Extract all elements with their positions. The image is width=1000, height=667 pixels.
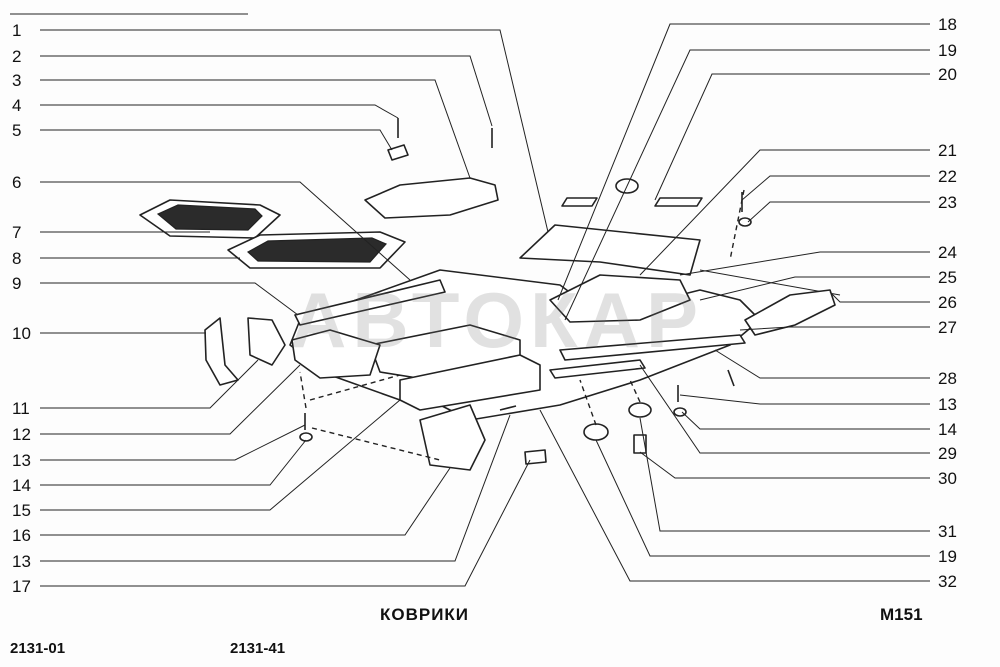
cap-18 <box>561 197 598 207</box>
diagram-caption: КОВРИКИ <box>380 605 470 624</box>
callout-15: 15 <box>12 501 31 520</box>
callout-14-right: 14 <box>938 420 957 439</box>
model-label-1: 2131-01 <box>10 640 66 657</box>
mat-8-pattern <box>246 237 388 263</box>
callout-3: 3 <box>12 71 21 90</box>
cap-20 <box>654 197 703 207</box>
clip-17 <box>524 449 547 465</box>
callout-17: 17 <box>12 577 31 596</box>
callout-13-left-b: 13 <box>12 552 31 571</box>
right-sill-strip <box>559 334 746 361</box>
callout-32: 32 <box>938 572 957 591</box>
callout-13-left-a: 13 <box>12 451 31 470</box>
callout-25: 25 <box>938 268 957 287</box>
callout-28: 28 <box>938 369 957 388</box>
callouts-right: 18 19 20 21 22 23 24 25 26 27 28 13 14 2… <box>938 15 957 591</box>
callout-18: 18 <box>938 15 957 34</box>
callout-14-left: 14 <box>12 476 31 495</box>
callout-27: 27 <box>938 318 957 337</box>
callout-6: 6 <box>12 173 21 192</box>
mat-7-pattern <box>156 204 263 231</box>
callout-19-a: 19 <box>938 41 957 60</box>
callout-20: 20 <box>938 65 957 84</box>
screw-13c <box>499 405 517 411</box>
floor-trim-12 <box>291 329 381 379</box>
callout-10: 10 <box>12 324 31 343</box>
callout-16: 16 <box>12 526 31 545</box>
plug-31 <box>628 402 652 418</box>
screw-28 <box>727 369 735 387</box>
callout-12: 12 <box>12 425 31 444</box>
clip-5 <box>387 144 409 161</box>
callout-26: 26 <box>938 293 957 312</box>
callout-8: 8 <box>12 249 21 268</box>
callout-7: 7 <box>12 223 21 242</box>
washer-14b <box>673 407 687 417</box>
assembly-line-1 <box>299 371 307 409</box>
assembly-line-5 <box>629 379 641 403</box>
callout-19-b: 19 <box>938 547 957 566</box>
callout-1: 1 <box>12 21 21 40</box>
callout-21: 21 <box>938 141 957 160</box>
drawing-code: М151 <box>880 605 923 624</box>
model-label-2: 2131-41 <box>230 640 286 657</box>
callout-13-right: 13 <box>938 395 957 414</box>
watermark: АВТОКАР <box>290 276 705 364</box>
left-side-trim-11 <box>247 317 286 366</box>
callout-23: 23 <box>938 193 957 212</box>
callout-5: 5 <box>12 121 21 140</box>
callout-9: 9 <box>12 274 21 293</box>
plug-30 <box>633 434 647 454</box>
callouts-left: 1 2 3 4 5 6 7 8 9 10 11 12 13 14 15 16 1… <box>12 21 31 596</box>
rear-seat-panel <box>519 224 701 276</box>
assembly-line-2 <box>311 427 441 461</box>
callout-24: 24 <box>938 243 957 262</box>
right-sill-strip-lower <box>549 359 646 379</box>
rear-floor-mat <box>549 274 691 323</box>
callout-11: 11 <box>12 399 30 418</box>
callout-30: 30 <box>938 469 957 488</box>
callout-22: 22 <box>938 167 957 186</box>
callout-29: 29 <box>938 444 957 463</box>
plug-19b <box>583 423 609 441</box>
rear-line <box>699 269 841 296</box>
washer-23 <box>738 217 752 227</box>
callout-4: 4 <box>12 96 21 115</box>
washer-14 <box>299 432 313 442</box>
assembly-line-3 <box>309 374 401 401</box>
assembly-line-4 <box>579 379 597 426</box>
leaders-left <box>40 29 549 587</box>
callout-2: 2 <box>12 47 21 66</box>
sill-strip-9 <box>294 279 446 326</box>
front-panel-mat <box>364 177 499 219</box>
left-side-trim-10 <box>204 317 239 386</box>
callout-31: 31 <box>938 522 957 541</box>
right-rear-trim <box>744 289 836 336</box>
leaders-right <box>539 23 930 582</box>
assembly-line-6 <box>729 189 745 261</box>
